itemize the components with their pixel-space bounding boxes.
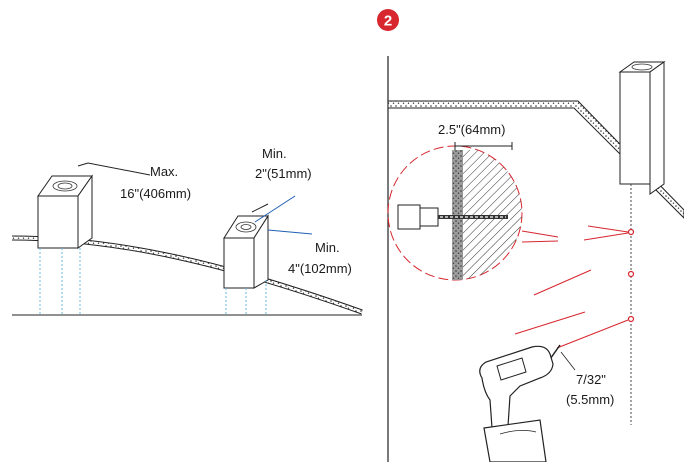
max-leader	[77, 162, 151, 176]
min-top-label-line1: Min.	[262, 146, 287, 161]
hole-3	[627, 315, 635, 323]
min-side-label-line2: 4"(102mm)	[288, 261, 352, 276]
step-badge-circle	[377, 9, 399, 31]
bit-leader	[560, 351, 576, 371]
drill-chuck-detail	[397, 204, 421, 230]
hole-2	[627, 270, 635, 278]
upright-post	[618, 61, 666, 425]
hole-1	[627, 228, 635, 236]
detail-callout: 2.5"(64mm)	[387, 122, 523, 281]
min-side-label-line1: Min.	[315, 240, 340, 255]
post-left	[37, 174, 93, 316]
max-label-line1: Max.	[150, 164, 178, 179]
sight-lines	[514, 225, 629, 349]
post-right	[223, 214, 269, 316]
post-section-hatch	[462, 150, 522, 280]
roof-slab	[387, 100, 684, 219]
min-side-leader	[267, 229, 313, 235]
step-badge: 2	[377, 9, 399, 31]
bit-size-line2: (5.5mm)	[566, 392, 614, 407]
right-panel: 2.5"(64mm) 7/32" (5.5mm)	[387, 61, 684, 462]
min-top-label-line2: 2"(51mm)	[255, 166, 312, 181]
max-label-line2: 16"(406mm)	[120, 186, 191, 201]
step-number: 2	[384, 13, 392, 30]
depth-label: 2.5"(64mm)	[438, 122, 505, 137]
left-panel: Max. 16"(406mm) Min. 2"(51mm) Min. 4"(10…	[11, 146, 363, 316]
drill-icon	[479, 344, 576, 462]
min-top-tick	[251, 203, 269, 213]
bit-size-line1: 7/32"	[576, 372, 606, 387]
min-top-leader	[254, 195, 296, 223]
